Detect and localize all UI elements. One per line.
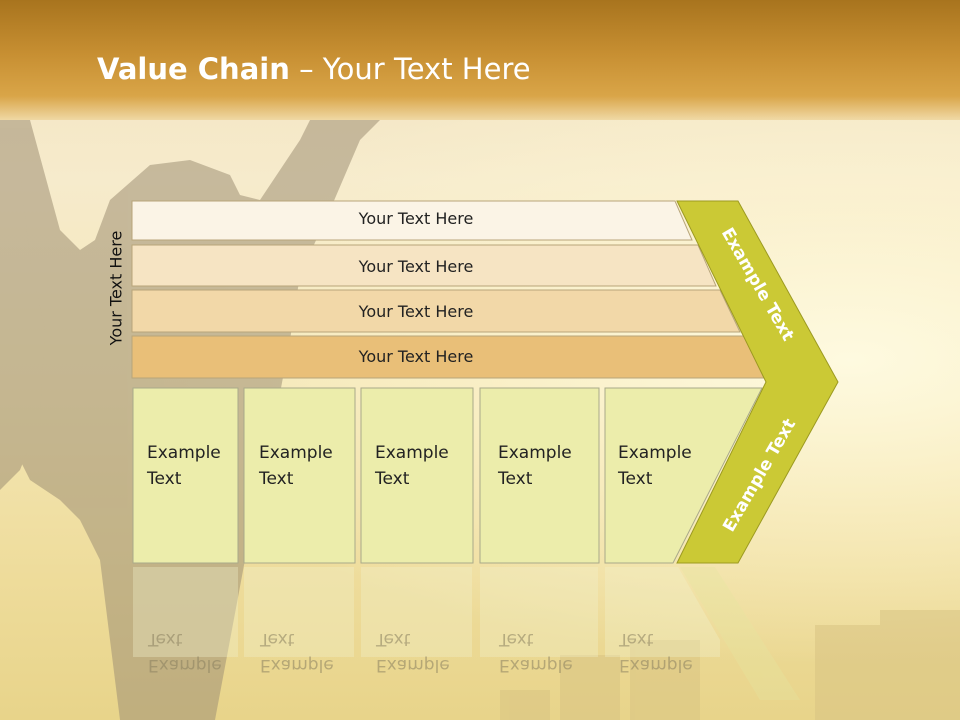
row-3-label: Your Text Here <box>358 302 474 321</box>
svg-text:Text: Text <box>618 629 654 649</box>
cell-5-line1: Example <box>618 443 692 463</box>
row-1-shape <box>131 200 693 241</box>
reflection-text: Example Text Example Text Example Text E… <box>147 629 693 675</box>
cell-2-line2: Text <box>259 469 294 489</box>
svg-text:Text: Text <box>375 629 411 649</box>
cell-3-shape <box>360 387 474 564</box>
svg-text:Example: Example <box>619 655 693 675</box>
title-rest: – Your Text Here <box>289 52 531 86</box>
cell-2-line1: Example <box>259 443 333 463</box>
svg-text:Example: Example <box>260 655 334 675</box>
row-2-shape <box>131 244 717 287</box>
svg-text:Example: Example <box>499 655 573 675</box>
row-3-shape <box>131 289 741 333</box>
cell-4-shape <box>479 387 600 564</box>
svg-text:Example: Example <box>148 655 222 675</box>
cell-1-line2: Text <box>147 469 182 489</box>
svg-text:Text: Text <box>498 629 534 649</box>
cell-2-shape <box>243 387 356 564</box>
row-4-label: Your Text Here <box>358 347 474 366</box>
title-bold: Value Chain <box>97 52 290 86</box>
page-title: Value Chain – Your Text Here <box>97 52 531 86</box>
svg-text:Text: Text <box>147 629 183 649</box>
cell-1-line1: Example <box>147 443 221 463</box>
cell-3-line1: Example <box>375 443 449 463</box>
chevron-arrow <box>676 200 839 564</box>
cell-5-shape <box>604 387 763 564</box>
row-2-label: Your Text Here <box>358 257 474 276</box>
reflection <box>133 567 800 700</box>
cell-3-line2: Text <box>375 469 410 489</box>
svg-text:Text: Text <box>259 629 295 649</box>
cell-5-line2: Text <box>618 469 653 489</box>
svg-text:Example: Example <box>376 655 450 675</box>
cell-4-line1: Example <box>498 443 572 463</box>
cell-4-line2: Text <box>498 469 533 489</box>
row-1-label: Your Text Here <box>358 209 474 228</box>
title-bar <box>0 0 960 120</box>
cell-1-shape <box>132 387 239 564</box>
